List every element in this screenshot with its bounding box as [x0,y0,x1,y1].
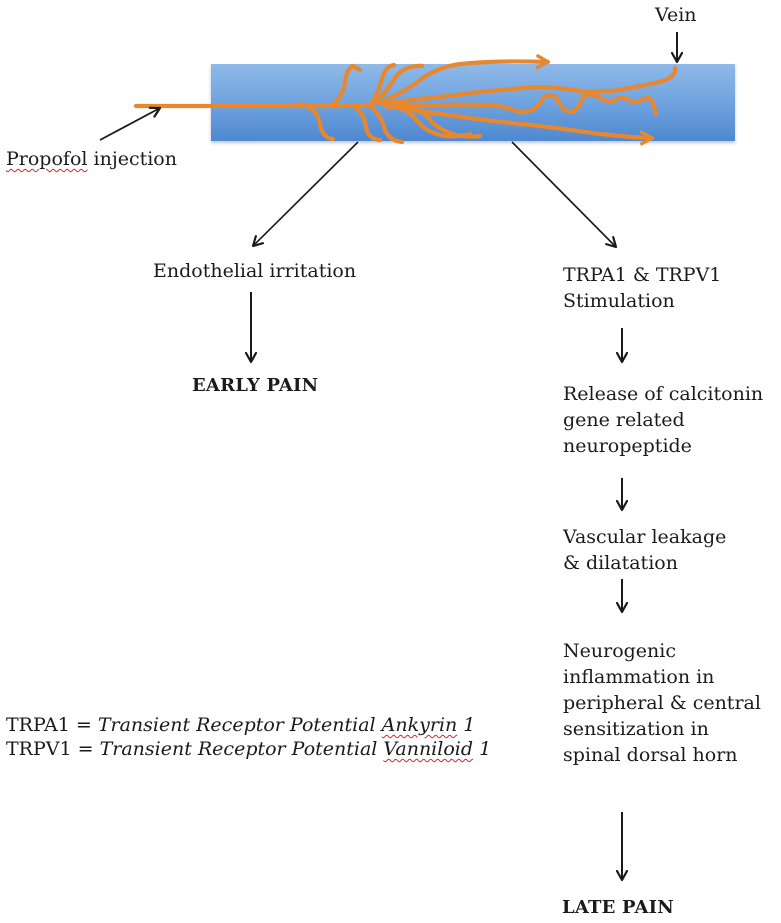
flow-branch [367,103,405,145]
vascular-leakage-step: Vascular leakage & dilatation [563,524,726,576]
flow-branch [377,65,678,107]
flow-branch [392,92,659,117]
step-line: sensitization in [563,718,709,740]
legend-definition-flagged: Vanniloid [383,738,474,760]
step-line: peripheral & central [563,692,761,714]
flow-branch [330,63,363,107]
step-line: neuropeptide [563,435,692,457]
injection-line [133,102,373,109]
legend-definition-flagged: Ankyrin [381,714,458,736]
endothelial-irritation-label: Endothelial irritation [153,260,357,282]
vein-tube [211,64,735,141]
flow-branch [297,101,336,142]
legend-definition-tail: 1 [457,714,476,736]
flow-branch [369,63,425,107]
propofol-injection-label: Propofol injection [6,146,177,172]
early-pain-label: EARLY PAIN [192,375,319,396]
legend-definition-tail: 1 [473,738,492,760]
propofol-word: Propofol [6,148,88,170]
legend-equals: = [71,738,100,760]
legend-abbr: TRPV1 [6,738,72,760]
step-line: & dilatation [563,552,678,574]
flow-branch [407,103,483,139]
arrows [99,32,677,880]
legend-trpv1: TRPV1 = Transient Receptor Potential Van… [6,736,491,762]
to-trp-arrow [511,141,616,247]
legend-trpa1: TRPA1 = Transient Receptor Potential Ank… [6,712,475,738]
step-line: Release of calcitonin [563,383,764,405]
injection-pointer-arrow [99,108,160,141]
legend-equals: = [69,714,98,736]
legend-definition: Transient Receptor Potential [97,714,382,736]
to-endothelial-arrow [253,141,359,246]
late-pain-label: LATE PAIN [562,897,674,918]
step-line: Neurogenic [563,640,676,662]
neurogenic-inflammation-step: Neurogenic inflammation in peripheral & … [563,638,761,768]
cgrp-release-step: Release of calcitonin gene related neuro… [563,381,763,459]
step-line: Stimulation [563,290,675,312]
flow-branch [367,62,397,108]
step-line: Vascular leakage [563,526,727,548]
flow-branch [382,103,655,146]
step-line: gene related [563,409,685,431]
injection-word: injection [87,148,178,170]
flow-branch [377,54,551,106]
step-line: inflammation in [563,666,715,688]
legend-abbr: TRPA1 [6,714,70,736]
flow-branch [352,104,383,143]
step-line: spinal dorsal horn [563,744,738,766]
step-line: TRPA1 & TRPV1 [563,264,722,286]
trp-stimulation-step: TRPA1 & TRPV1 Stimulation [563,262,721,314]
vein-label: Vein [655,4,697,26]
legend-definition: Transient Receptor Potential [99,738,384,760]
propofol-flow [133,54,678,146]
